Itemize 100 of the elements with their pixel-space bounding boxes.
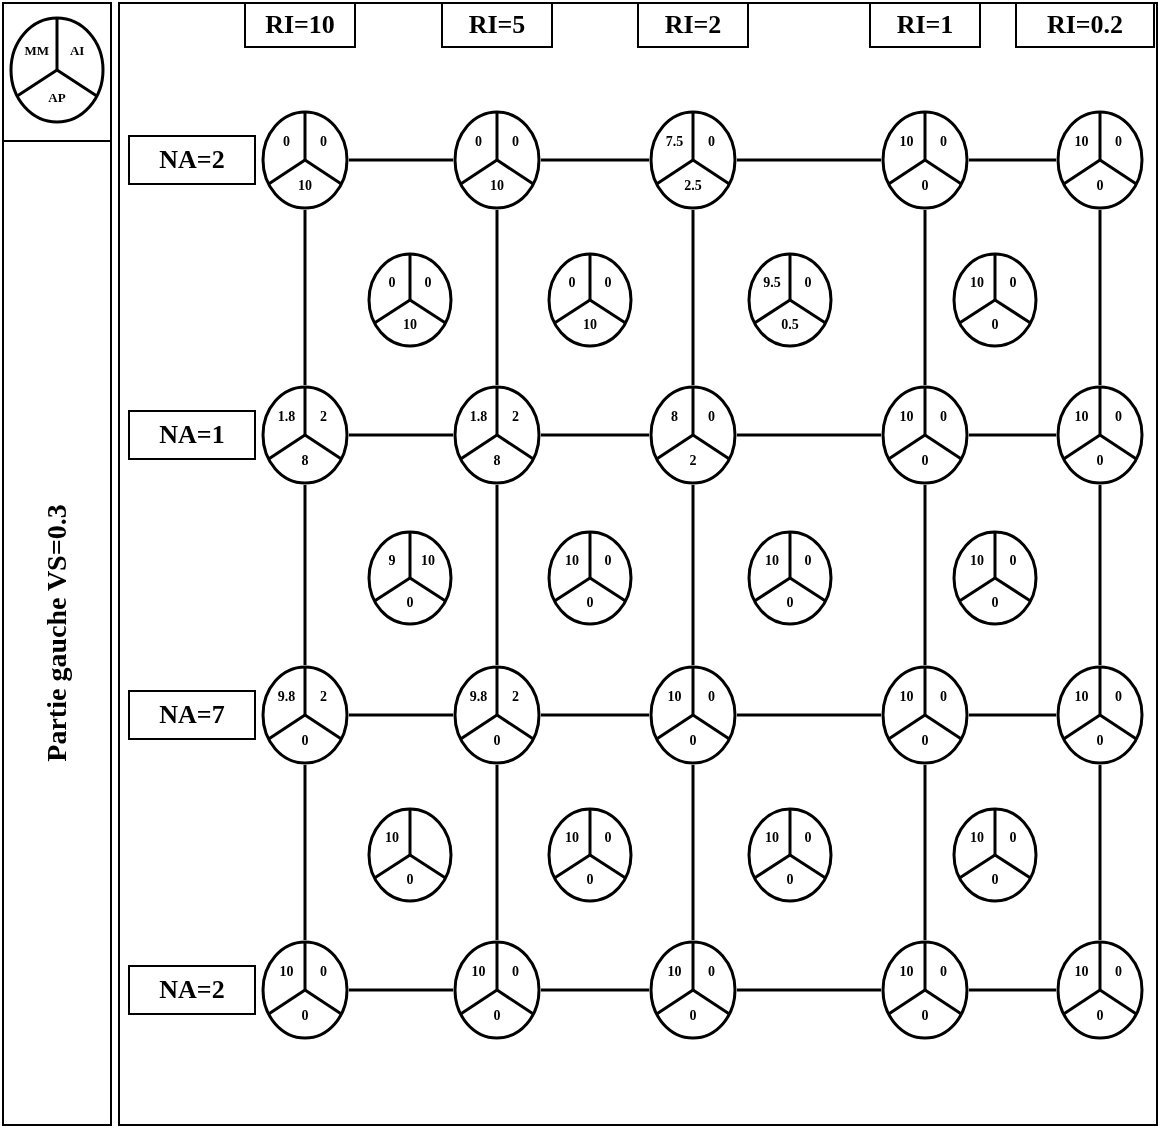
sector-value: 9.8 — [277, 689, 296, 705]
sector-value: 0 — [804, 829, 812, 846]
connector-line — [349, 433, 453, 437]
sector-value: 10 — [1074, 689, 1089, 705]
column-header: RI=0.2 — [1015, 2, 1155, 48]
sector-value: 2 — [319, 409, 327, 425]
sector-value: 0 — [511, 964, 519, 980]
sector-value: 0 — [424, 274, 432, 291]
sector-value: 10 — [969, 552, 984, 569]
sector-value: 0 — [921, 1008, 929, 1024]
sector-value: 10 — [764, 552, 779, 569]
sector-value: 0 — [604, 829, 612, 846]
column-header: RI=10 — [244, 2, 356, 48]
sector-value: 9.8 — [469, 689, 488, 705]
sector-value: 0 — [475, 134, 482, 150]
connector-line — [495, 210, 499, 385]
connector-line — [923, 210, 927, 385]
connector-line — [969, 158, 1056, 162]
connector-line — [691, 485, 695, 665]
connector-line — [923, 485, 927, 665]
sector-value: 0 — [804, 552, 812, 569]
sector-value: 2.5 — [684, 178, 702, 194]
sector-value: 10 — [403, 316, 417, 333]
sector-value: 0 — [921, 733, 929, 749]
connector-line — [737, 433, 881, 437]
sector-value: 8 — [493, 453, 501, 469]
sector-value: 0 — [1009, 552, 1017, 569]
sector-value: 0 — [406, 871, 414, 888]
sector-value: 0 — [568, 274, 576, 291]
connector-line — [969, 433, 1056, 437]
sector-value: 0 — [689, 733, 697, 749]
sector-value: 10 — [969, 274, 984, 291]
sector-value: 10 — [667, 964, 682, 980]
sector-value: 0.5 — [781, 316, 799, 333]
row-header: NA=2 — [128, 135, 256, 185]
sector-value: 0 — [786, 871, 794, 888]
sector-value: 0 — [939, 964, 947, 980]
sector-value: 10 — [1074, 134, 1089, 150]
sector-value: 0 — [921, 453, 929, 469]
connector-line — [1098, 485, 1102, 665]
sector-value: 1.8 — [469, 409, 488, 425]
sector-value: 0 — [1009, 829, 1017, 846]
connector-line — [541, 713, 649, 717]
connector-line — [969, 713, 1056, 717]
sector-value: 10 — [298, 178, 312, 194]
sector-value: 2 — [319, 689, 327, 705]
sector-value: 9 — [388, 552, 396, 569]
sector-value: 0 — [991, 594, 999, 611]
sector-value: 2 — [511, 689, 519, 705]
connector-line — [541, 158, 649, 162]
sector-value: 0 — [689, 1008, 697, 1024]
sector-value: 10 — [564, 552, 579, 569]
sector-value: 10 — [899, 409, 914, 425]
column-header: RI=1 — [869, 2, 981, 48]
sector-value: 0 — [1009, 274, 1017, 291]
row-header: NA=2 — [128, 965, 256, 1015]
sector-value: 0 — [1114, 134, 1122, 150]
sector-value: 0 — [388, 274, 396, 291]
sector-value: 0 — [1114, 689, 1122, 705]
connector-line — [349, 158, 453, 162]
sector-value: 1.8 — [277, 409, 296, 425]
side-title: Partie gauche VS=0.3 — [41, 504, 73, 762]
sector-value: 0 — [319, 964, 327, 980]
connector-line — [303, 485, 307, 665]
sector-value: 10 — [490, 178, 504, 194]
connector-line — [349, 988, 453, 992]
sector-value: 0 — [786, 594, 794, 611]
sector-value: MM — [24, 42, 50, 59]
sector-value: 0 — [939, 689, 947, 705]
sector-value: 10 — [471, 964, 486, 980]
sector-value: AP — [48, 90, 66, 107]
sector-value: 0 — [586, 594, 594, 611]
sector-value: 0 — [707, 409, 715, 425]
sector-value: 0 — [511, 134, 519, 150]
connector-line — [923, 765, 927, 940]
connector-line — [1098, 765, 1102, 940]
connector-line — [349, 713, 453, 717]
sector-value: 0 — [301, 733, 309, 749]
sector-value: 10 — [384, 829, 399, 846]
connector-line — [495, 765, 499, 940]
connector-line — [691, 210, 695, 385]
sector-value: 7.5 — [665, 134, 684, 150]
sector-value: 10 — [279, 964, 294, 980]
sector-value: 0 — [1096, 1008, 1104, 1024]
sector-value: 10 — [1074, 409, 1089, 425]
sector-value: 0 — [707, 964, 715, 980]
sector-value: 0 — [283, 134, 290, 150]
connector-line — [1098, 210, 1102, 385]
sector-value: 0 — [1096, 733, 1104, 749]
sector-value: 10 — [764, 829, 779, 846]
connector-line — [737, 713, 881, 717]
sector-value: 0 — [406, 594, 414, 611]
sector-value: 10 — [899, 964, 914, 980]
connector-line — [737, 988, 881, 992]
sector-value: 10 — [969, 829, 984, 846]
sector-value: 0 — [1096, 178, 1104, 194]
sector-value: 0 — [493, 1008, 501, 1024]
sector-value: 10 — [583, 316, 597, 333]
sector-value: 0 — [1114, 964, 1122, 980]
connector-line — [691, 765, 695, 940]
